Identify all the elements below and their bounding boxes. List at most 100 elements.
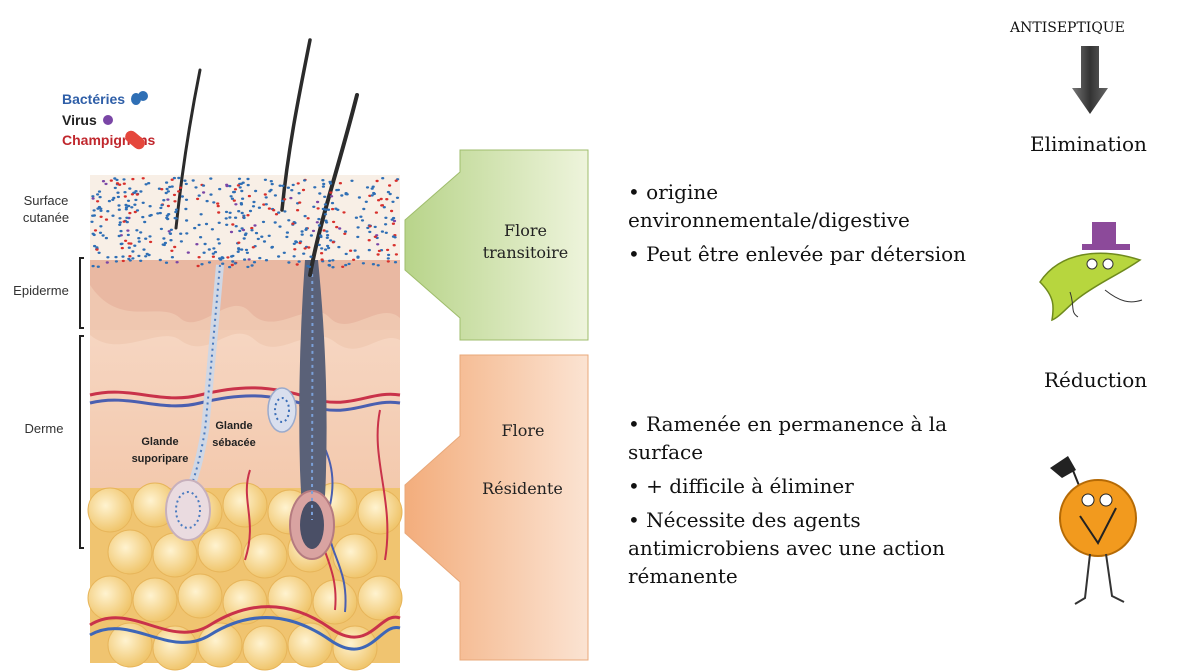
microbe-dot	[159, 212, 162, 214]
microbe-dot	[235, 225, 238, 227]
microbe-dot	[323, 196, 326, 198]
microbe-dot	[332, 221, 335, 223]
microbe-dot	[270, 180, 273, 182]
microbe-dot	[141, 216, 144, 218]
microbe-dot	[258, 207, 261, 209]
microbe-dot	[185, 183, 188, 185]
microbe-dot	[303, 179, 306, 181]
microbe-dot	[326, 245, 329, 247]
microbe-dot	[102, 180, 105, 182]
microbe-dot	[208, 248, 211, 250]
microbe-dot	[96, 200, 99, 202]
microbe-dot	[286, 231, 289, 233]
microbe-dot	[373, 193, 376, 195]
microbe-dot	[166, 188, 169, 190]
microbe-dot	[376, 180, 379, 182]
microbe-dot	[263, 240, 266, 242]
microbe-dot	[346, 193, 349, 195]
microbe-dot	[99, 225, 102, 227]
microbe-dot	[234, 188, 237, 190]
microbe-dot	[252, 201, 255, 203]
microbe-dot	[129, 259, 132, 261]
microbe-dot	[238, 230, 241, 232]
microbe-dot	[237, 184, 240, 186]
microbe-dot	[206, 200, 209, 202]
microbe-dot	[228, 216, 231, 218]
microbe-dot	[136, 209, 139, 211]
box-residente-line-2: • + difficile à éliminer	[628, 472, 998, 500]
microbe-dot	[102, 234, 105, 236]
label-sebaceous-gland: Glande sébacée	[208, 418, 260, 452]
microbe-dot	[169, 239, 172, 241]
microbe-dot	[196, 198, 199, 200]
box-residente: • Ramenée en permanence à la surface • +…	[628, 410, 998, 596]
microbe-dot	[297, 182, 300, 184]
microbe-dot	[336, 209, 339, 211]
microbe-dot	[165, 181, 168, 183]
label-surface: Surface cutanée	[14, 192, 78, 226]
microbe-dot	[166, 215, 169, 217]
microbe-dot	[110, 179, 113, 181]
microbe-dot	[324, 213, 327, 215]
microbe-dot	[281, 185, 284, 187]
microbe-dot	[240, 203, 243, 205]
microbe-dot	[217, 211, 220, 213]
microbe-dot	[114, 187, 117, 189]
microbe-dot	[246, 252, 249, 254]
microbe-dot	[293, 248, 296, 250]
microbe-dot	[198, 194, 201, 196]
microbe-dot	[321, 179, 324, 181]
microbe-dot	[91, 195, 94, 197]
microbe-dot	[325, 230, 328, 232]
down-arrow-icon	[1072, 46, 1108, 116]
microbe-dot	[358, 196, 361, 198]
microbe-dot	[355, 217, 358, 219]
microbe-dot	[126, 221, 129, 223]
microbe-dot	[139, 190, 142, 192]
microbe-dot	[218, 242, 221, 244]
microbe-dot	[173, 194, 176, 196]
microbe-dot	[253, 261, 256, 263]
microbe-dot	[318, 224, 321, 226]
microbe-dot	[99, 196, 102, 198]
box-residente-line-1: • Ramenée en permanence à la surface	[628, 410, 998, 466]
microbe-dot	[375, 211, 378, 213]
microbe-dot	[179, 187, 182, 189]
microbe-dot	[307, 217, 310, 219]
microbe-dot	[253, 224, 256, 226]
microbe-dot	[226, 256, 229, 258]
microbe-dot	[137, 237, 140, 239]
microbe-dot	[386, 249, 389, 251]
microbe-dot	[268, 190, 271, 192]
microbe-dot	[298, 260, 301, 262]
microbe-dot	[278, 225, 281, 227]
microbe-dot	[106, 261, 109, 263]
microbe-dot	[372, 263, 375, 265]
microbe-dot	[202, 191, 205, 193]
microbe-dot	[342, 211, 345, 213]
microbe-dot	[231, 255, 234, 257]
microbe-dot	[395, 180, 398, 182]
box-residente-line-3: • Nécessite des agents antimicrobiens av…	[628, 506, 998, 590]
microbe-dot	[160, 228, 163, 230]
microbe-dot	[380, 204, 383, 206]
microbe-dot	[371, 187, 374, 189]
fungus-icon	[120, 128, 150, 160]
microbe-dot	[119, 230, 122, 232]
microbe-dot	[105, 218, 108, 220]
microbe-dot	[337, 246, 340, 248]
microbe-dot	[324, 203, 327, 205]
microbe-dot	[225, 184, 228, 186]
microbe-dot	[331, 266, 334, 268]
microbe-dot	[225, 217, 228, 219]
microbe-dot	[159, 259, 162, 261]
microbe-dot	[118, 209, 121, 211]
microbe-dot	[126, 229, 129, 231]
microbe-dot	[243, 258, 246, 260]
microbe-dot	[387, 191, 390, 193]
microbe-dot	[193, 227, 196, 229]
microbe-dot	[357, 226, 360, 228]
microbe-dot	[221, 263, 224, 265]
microbe-dot	[174, 217, 177, 219]
microbe-dot	[340, 194, 343, 196]
